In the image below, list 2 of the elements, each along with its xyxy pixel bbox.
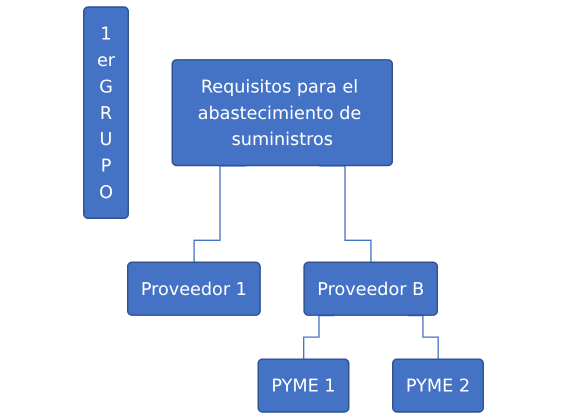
connector [319,165,372,264]
connector [193,165,246,264]
